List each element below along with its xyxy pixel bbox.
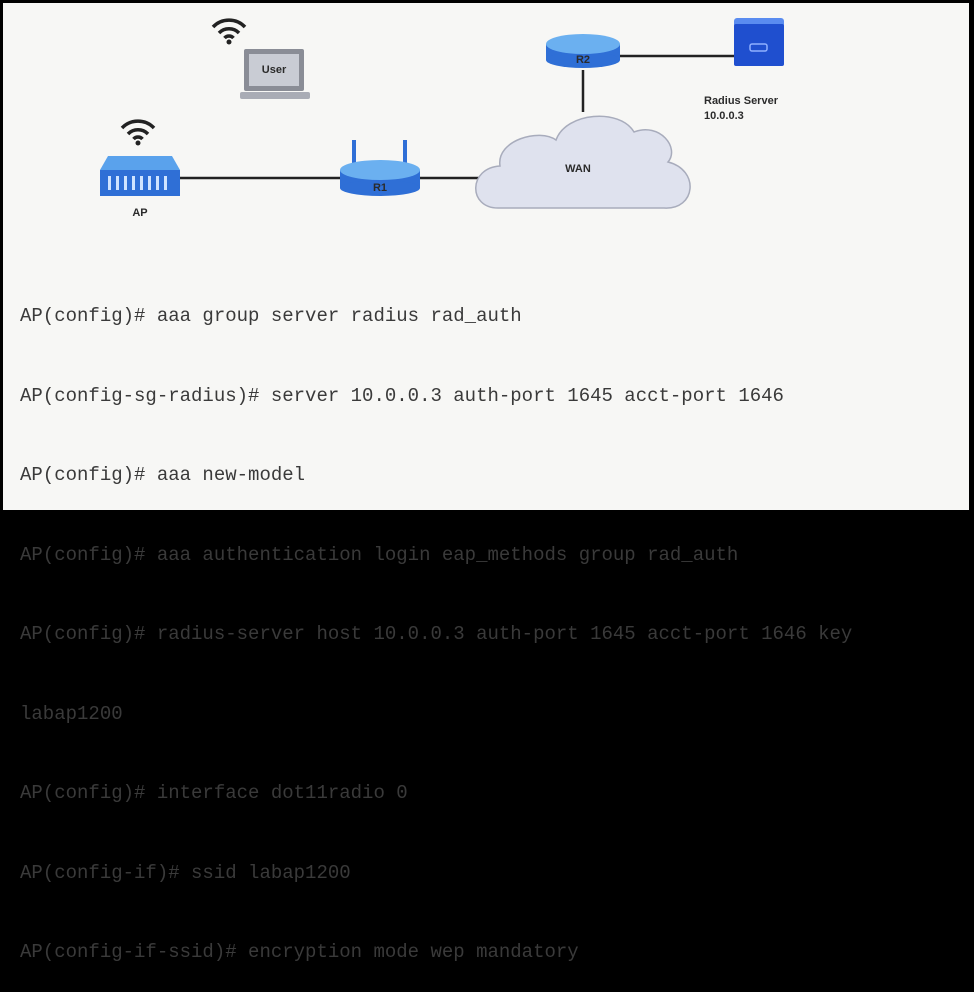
wan-label: WAN <box>565 163 591 175</box>
cli-line: labap1200 <box>20 702 123 725</box>
radius-server-label: Radius Server <box>704 95 779 107</box>
cli-line: AP(config)# radius-server host 10.0.0.3 … <box>20 623 853 645</box>
diagram-frame <box>3 3 969 510</box>
cli-line: AP(config)# aaa new-model <box>20 464 306 486</box>
cli-line: AP(config)# aaa group server radius rad_… <box>20 305 522 327</box>
wifi-icon <box>120 119 156 146</box>
network-diagram: User AP R1 WAN R2 <box>100 18 784 219</box>
cli-line: AP(config-if-ssid)# encryption mode wep … <box>20 941 579 963</box>
user-label: User <box>262 64 287 76</box>
ap-label: AP <box>132 207 147 219</box>
router-r2-icon <box>546 34 620 68</box>
radius-server-icon <box>734 18 784 66</box>
laptop-icon <box>240 49 310 99</box>
cli-config-listing: AP(config)# aaa group server radius rad_… <box>20 250 852 992</box>
wan-cloud-icon <box>475 115 691 209</box>
radius-server-ip: 10.0.0.3 <box>704 110 744 122</box>
cli-line: AP(config)# aaa authentication login eap… <box>20 543 739 566</box>
r2-label: R2 <box>576 54 590 66</box>
wifi-icon <box>211 18 247 45</box>
cli-line: AP(config-sg-radius)# server 10.0.0.3 au… <box>20 384 784 407</box>
r1-label: R1 <box>373 182 387 194</box>
cli-line: AP(config-if)# ssid labap1200 <box>20 861 351 884</box>
cli-line: AP(config)# interface dot11radio 0 <box>20 782 408 804</box>
router-r1-icon <box>340 140 420 196</box>
access-point-icon <box>100 156 180 196</box>
